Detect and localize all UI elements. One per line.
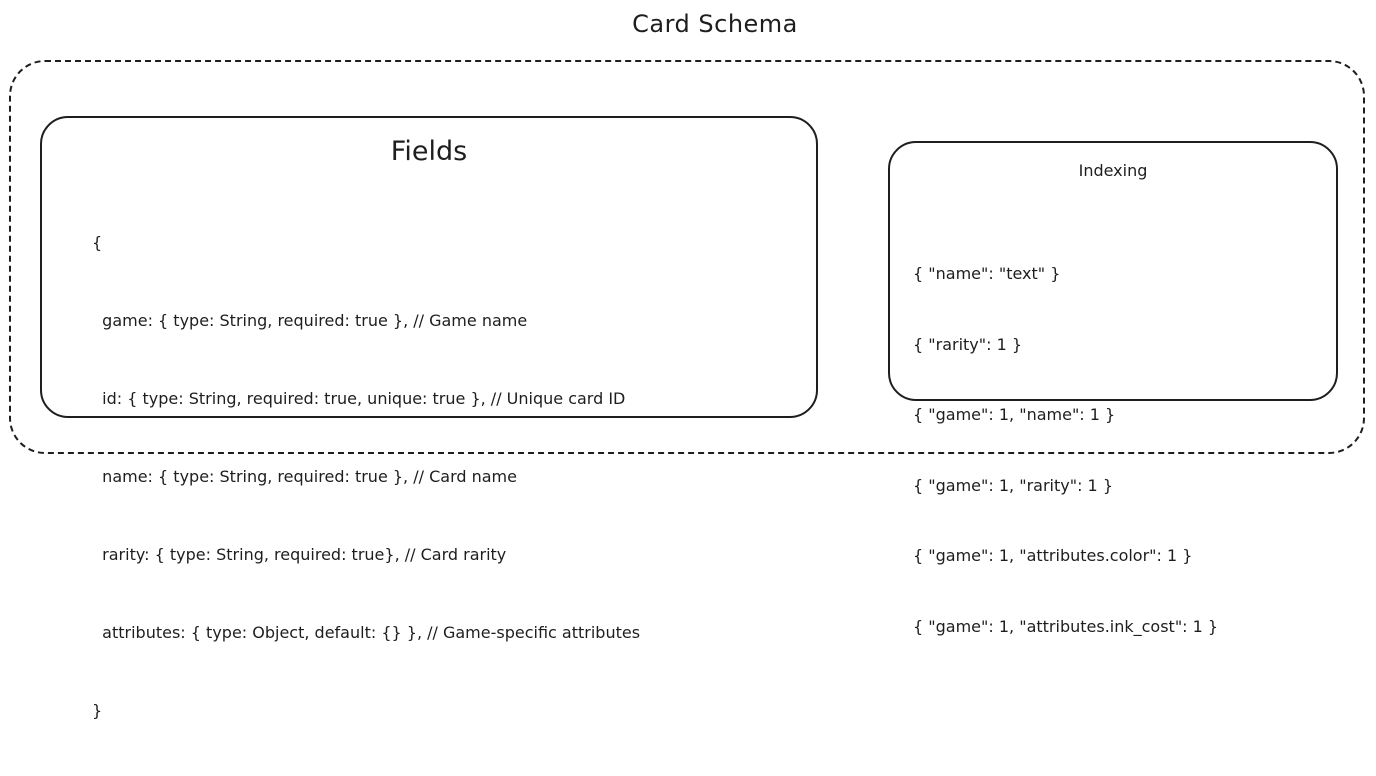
card-schema-group — [9, 60, 1365, 454]
fields-panel: Fields { game: { type: String, required:… — [40, 116, 818, 720]
fields-line: rarity: { type: String, required: true},… — [92, 545, 507, 564]
index-line: { "game": 1, "rarity": 1 } — [913, 475, 1113, 495]
fields-title: Fields — [390, 136, 468, 167]
indexing-panel: Indexing { "name": "text" } { "rarity": … — [888, 141, 1338, 636]
fields-line: id: { type: String, required: true, uniq… — [92, 389, 626, 408]
index-line: { "game": 1, "attributes.color": 1 } — [913, 546, 1193, 565]
diagram-title: Card Schema — [632, 10, 798, 38]
indexing-code: { "name": "text" } { "rarity": 1 } { "ga… — [913, 215, 1218, 685]
fields-code: { game: { type: String, required: true }… — [92, 178, 640, 776]
index-line: { "name": "text" } — [913, 264, 1061, 283]
index-line: { "rarity": 1 } — [913, 334, 1023, 354]
fields-line: { — [92, 233, 103, 252]
index-line: { "game": 1, "attributes.ink_cost": 1 } — [913, 616, 1219, 636]
fields-line: } — [92, 701, 103, 720]
fields-line: game: { type: String, required: true }, … — [92, 311, 528, 330]
fields-line: name: { type: String, required: true }, … — [92, 467, 517, 486]
indexing-title: Indexing — [1078, 161, 1148, 180]
index-line: { "game": 1, "name": 1 } — [913, 405, 1116, 424]
fields-line: attributes: { type: Object, default: {} … — [92, 623, 641, 642]
